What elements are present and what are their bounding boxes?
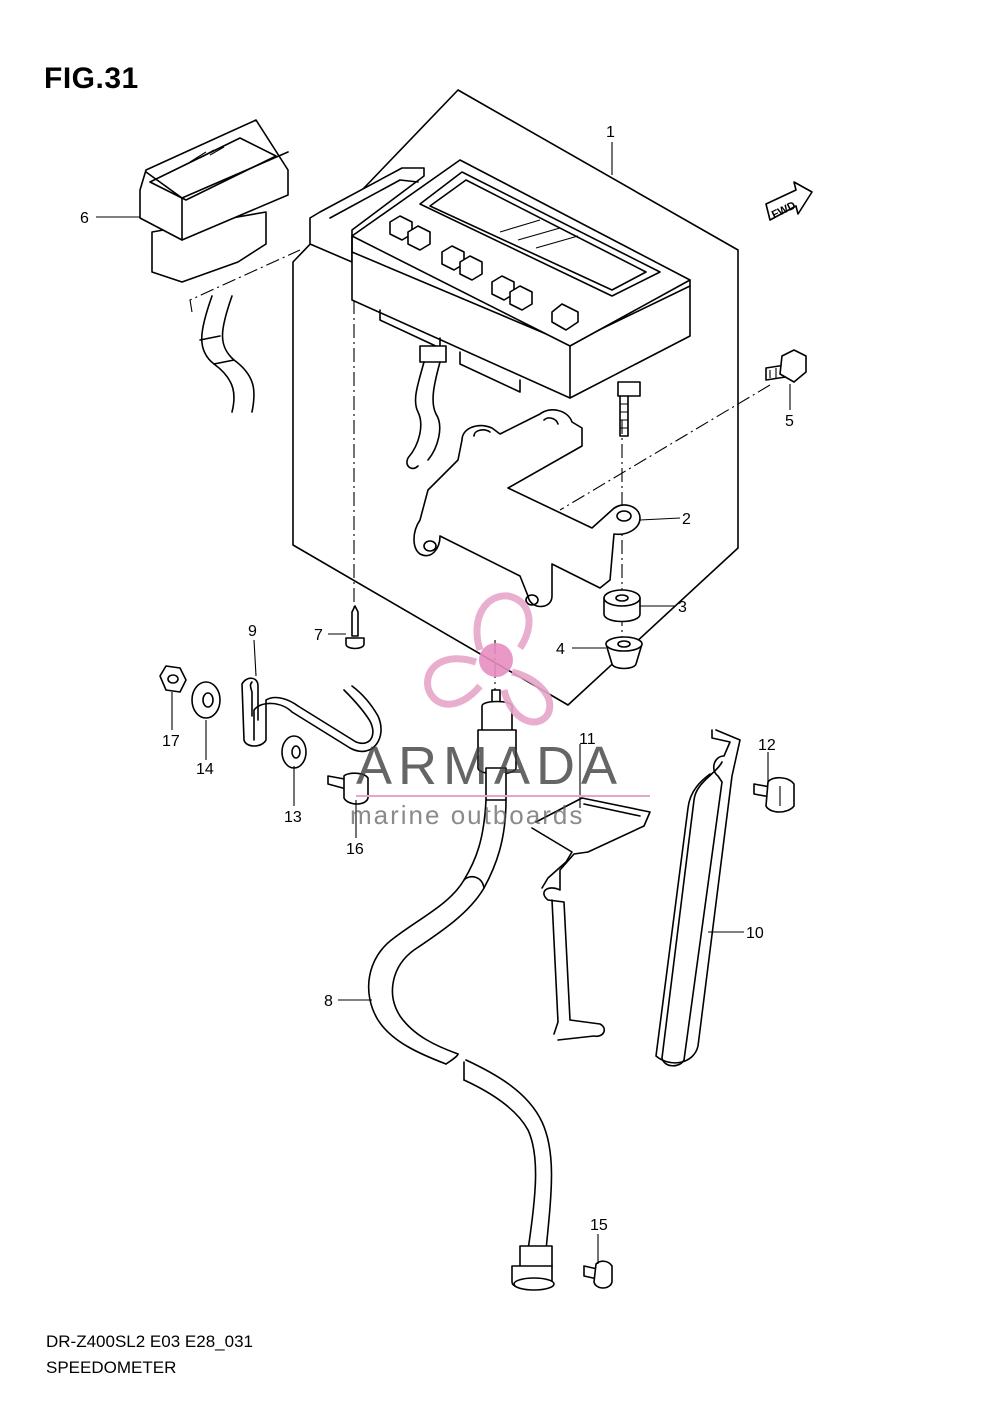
callout-15: 15 xyxy=(590,1217,608,1234)
propeller-blade-top xyxy=(473,592,533,652)
washer-part-14 xyxy=(191,681,221,719)
callout-11: 11 xyxy=(579,731,596,748)
figure-title: FIG.31 xyxy=(44,62,139,95)
propeller-blade-right xyxy=(500,668,554,726)
callout-9: 9 xyxy=(248,623,257,640)
bolt-part-15 xyxy=(583,1260,613,1289)
forward-direction-arrow: FWD xyxy=(765,181,813,221)
model-code: DR-Z400SL2 E03 E28_031 xyxy=(46,1332,253,1351)
watermark-propeller-logo xyxy=(424,592,554,726)
screw-part-7 xyxy=(345,605,365,650)
propeller-blade-left xyxy=(424,655,483,708)
assembly-outline-box xyxy=(292,89,739,706)
alignment-line-cover xyxy=(189,249,301,313)
clamp-part-9 xyxy=(241,677,382,753)
callout-14: 14 xyxy=(196,761,214,778)
callout-12: 12 xyxy=(758,737,776,754)
section-name: SPEEDOMETER xyxy=(46,1358,177,1377)
speedometer-cable-part xyxy=(367,689,555,1291)
meter-assembly-part xyxy=(309,159,691,470)
meter-bracket-part xyxy=(413,409,641,608)
callout-2: 2 xyxy=(682,511,691,528)
damper-part xyxy=(603,589,641,623)
bolt-part-12 xyxy=(753,776,795,813)
meter-cover-part xyxy=(139,119,289,413)
nut-part xyxy=(159,665,187,693)
callout-leaders xyxy=(96,216,791,1264)
callout-17: 17 xyxy=(162,733,180,750)
wire-bracket-part-11 xyxy=(531,797,651,1041)
callout-8: 8 xyxy=(324,993,333,1010)
watermark: ARMADA marine outboards xyxy=(350,592,650,830)
callout-1: 1 xyxy=(606,124,615,141)
propeller-hub xyxy=(479,643,513,677)
callout-6: 6 xyxy=(80,210,89,227)
washer-part-13 xyxy=(281,735,307,769)
callout-4: 4 xyxy=(556,641,565,658)
callout-7: 7 xyxy=(314,627,323,644)
callout-10: 10 xyxy=(746,925,764,942)
callout-16: 16 xyxy=(346,841,364,858)
watermark-tagline: marine outboards xyxy=(350,800,584,830)
callout-5: 5 xyxy=(785,413,794,430)
callout-3: 3 xyxy=(678,599,687,616)
alignment-line-bolt xyxy=(559,384,771,511)
collar-part xyxy=(605,636,643,670)
bolt-part-5 xyxy=(765,349,807,383)
clamp-part-10 xyxy=(655,729,741,1067)
callout-13: 13 xyxy=(284,809,302,826)
watermark-brand: ARMADA xyxy=(356,736,623,796)
